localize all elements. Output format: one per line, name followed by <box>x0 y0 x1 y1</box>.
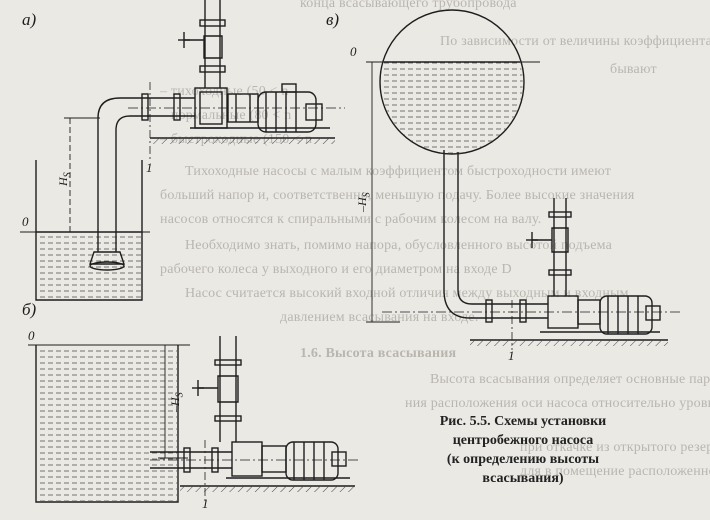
level-zero-v: 0 <box>350 44 357 59</box>
tank-b <box>35 345 179 503</box>
panel-label-a: а) <box>22 10 37 29</box>
panel-label-v: в) <box>326 10 340 29</box>
caption-line: центробежного насоса <box>452 433 594 448</box>
bg-text-line: давлением всасывания на входе. <box>280 310 479 325</box>
water-b <box>37 345 177 501</box>
hs-label-v: –HS <box>355 192 373 212</box>
scheme-a <box>20 0 345 301</box>
bg-text-line: для в помещение расположенного на отметк… <box>520 464 710 479</box>
bg-text-line: ния расположения оси насоса относительно… <box>405 396 710 411</box>
bg-text-line: Насос считается высокий входной отличия … <box>185 286 629 301</box>
axis-one-a: 1 <box>146 160 153 175</box>
water-a <box>37 232 141 299</box>
panel-label-b: б) <box>22 300 37 319</box>
axis-one-b: 1 <box>202 496 209 511</box>
axis-one-v: 1 <box>508 348 515 363</box>
bg-text-line: больший напор и, соответственно, меньшую… <box>160 188 635 203</box>
hs-label-a: HS <box>56 172 74 186</box>
bg-text-line: Необходимо знать, помимо напора, обуслов… <box>185 238 613 253</box>
level-zero-a: 0 <box>22 214 29 229</box>
hs-label-b: –HS <box>168 392 186 412</box>
tank-a <box>35 160 143 301</box>
caption-line: Рис. 5.5. Схемы установки <box>439 414 607 429</box>
bg-text-line: бывают <box>610 62 657 77</box>
scheme-v <box>366 9 680 350</box>
bg-text-line: рабочего колеса у выходного и его диамет… <box>160 262 512 277</box>
caption-line: (к определению высоты <box>446 452 600 467</box>
bg-text-line: По зависимости от величины коэффициента … <box>440 34 710 49</box>
bg-text-line: при откачке из открытого резервуара <box>520 440 710 455</box>
figure-caption: Рис. 5.5. Схемы установки центробежного … <box>408 412 638 488</box>
bg-text-heading: 1.6. Высота всасывания <box>300 346 457 361</box>
bg-text-line: насосов относятся к спиральными с рабочи… <box>160 212 542 227</box>
level-zero-b: 0 <box>28 328 35 343</box>
bg-text-line: – тихоходные (50 < n <box>160 84 289 99</box>
bg-text-line: Тихоходные насосы с малым коэффициентом … <box>185 164 612 179</box>
caption-line: всасывания) <box>482 471 564 486</box>
scheme-b <box>28 336 360 503</box>
bg-text-line: конца всасывающего трубопровода <box>300 0 517 11</box>
bg-text-line: Высота всасывания определяет основные па… <box>430 372 710 387</box>
